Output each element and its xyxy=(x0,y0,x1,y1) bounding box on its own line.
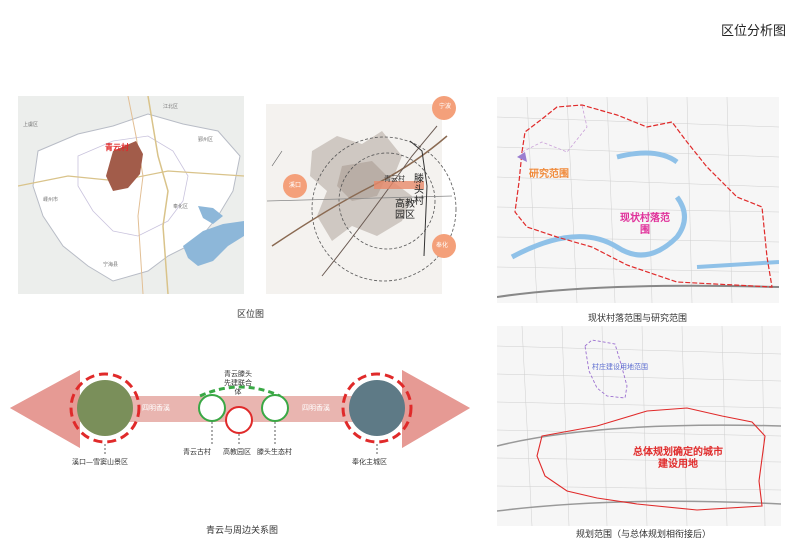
location-map: 上虞区 江北区 鄞州区 嵊州市 奉化区 宁海县 青云村 xyxy=(18,96,244,294)
location-map-caption: 区位图 xyxy=(237,310,265,320)
city-land-label: 总体规划确定的城市建设用地 xyxy=(633,447,723,470)
page-title: 区位分析图 xyxy=(720,24,786,39)
location-map-graphic: 上虞区 江北区 鄞州区 嵊州市 奉化区 宁海县 xyxy=(18,96,244,294)
ctx-ningbo: 宁波 xyxy=(439,103,452,110)
svg-text:上虞区: 上虞区 xyxy=(23,121,38,128)
node-label-village: 青云古村 xyxy=(183,448,211,456)
relation-diagram-caption: 青云与周边关系图 xyxy=(206,526,279,536)
svg-text:江北区: 江北区 xyxy=(163,103,178,110)
node-label-park: 高教园区 xyxy=(223,448,251,456)
svg-text:奉化区: 奉化区 xyxy=(173,203,188,210)
ctx-xikou: 溪口 xyxy=(289,182,302,189)
right-band-label: 四明香溪 xyxy=(302,404,330,412)
village-plan-caption: 现状村落范围与研究范围 xyxy=(588,314,688,324)
right-end-label: 奉化主城区 xyxy=(352,458,387,466)
village-plan-graphic xyxy=(497,97,779,303)
context-diagram: 宁波 溪口 奉化 青云村 滕头村 高教园区 xyxy=(262,96,462,296)
village-label: 青云村 xyxy=(105,143,129,152)
svg-text:嵊州市: 嵊州市 xyxy=(43,196,58,203)
village-land-label: 村庄建设用地范围 xyxy=(592,363,648,371)
left-end-label: 溪口—雪窦山景区 xyxy=(72,458,128,466)
planning-map-graphic xyxy=(497,326,781,526)
top-node-label: 青云滕头先建联合体 xyxy=(224,370,252,396)
context-diagram-graphic xyxy=(266,96,457,294)
village-range-label: 现状村落范围 xyxy=(620,213,670,236)
node-label-tengtou: 滕头生态村 xyxy=(257,448,292,456)
ctx-village: 青云村 xyxy=(384,175,405,183)
planning-map: 村庄建设用地范围 总体规划确定的城市建设用地 xyxy=(497,326,781,526)
svg-text:宁海县: 宁海县 xyxy=(103,261,118,268)
village-plan: 研究范围 现状村落范围 xyxy=(497,97,779,303)
ctx-fenghua: 奉化 xyxy=(436,242,449,249)
ctx-park: 高教园区 xyxy=(395,199,415,221)
relation-diagram-graphic xyxy=(10,370,470,456)
research-range-label: 研究范围 xyxy=(529,169,569,180)
ctx-zone: 滕头村 xyxy=(414,174,424,207)
relation-diagram: 四明香溪 四明香溪 青云滕头先建联合体 青云古村 高教园区 滕头生态村 溪口—雪… xyxy=(10,364,472,474)
planning-map-caption: 规划范围（与总体规划相衔接后） xyxy=(576,530,712,540)
left-band-label: 四明香溪 xyxy=(142,404,170,412)
svg-text:鄞州区: 鄞州区 xyxy=(198,136,213,143)
